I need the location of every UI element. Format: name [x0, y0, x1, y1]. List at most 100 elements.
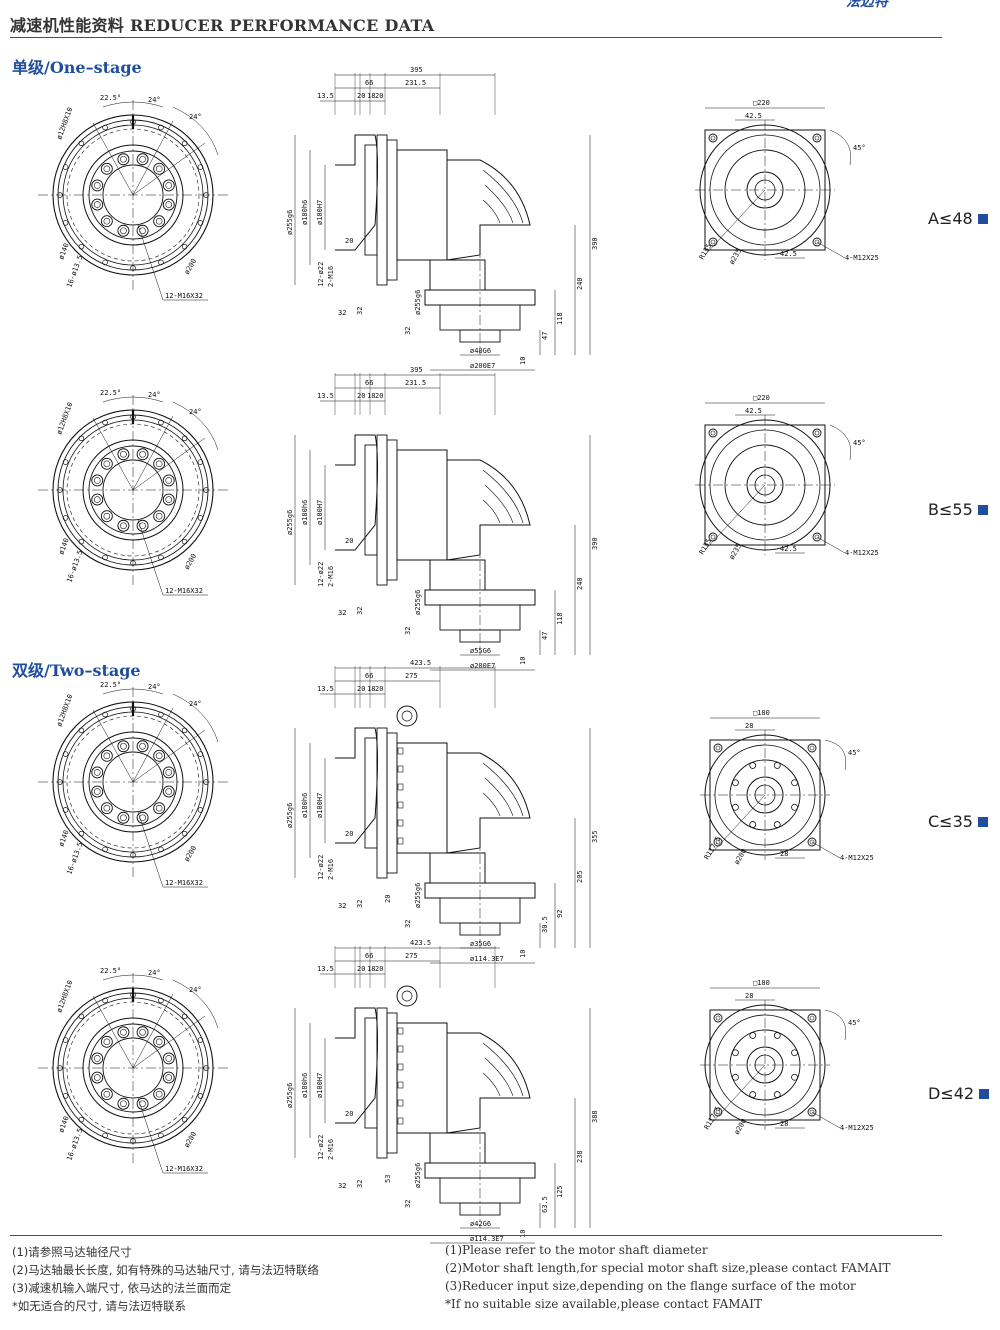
drawing-line [816, 536, 846, 554]
drawing-circle [746, 1046, 784, 1084]
dimension-label: 395 [410, 66, 423, 74]
drawing-circle [93, 1055, 101, 1062]
drawing-circle [162, 1052, 175, 1065]
drawing-circle [181, 243, 188, 250]
end-radius-label: R117.5 [703, 835, 723, 861]
code-d-label: D≤42 [928, 1084, 975, 1103]
dimension-label: 231.5 [405, 379, 426, 387]
flange-diameter-label: ø200 [183, 844, 198, 863]
dimension-label: 355 [591, 830, 599, 843]
flange-diameter-label: ø200 [183, 1130, 198, 1149]
drawing-circle [120, 1100, 127, 1108]
flange-diameter-label: ø140 [57, 242, 70, 261]
drawing-path [824, 1009, 847, 1041]
drawing-rect [396, 149, 448, 261]
drawing-circle [136, 153, 149, 166]
drawing-path [484, 1057, 514, 1097]
drawing-circle [62, 515, 69, 521]
end-square-label: □220 [753, 394, 770, 402]
drawing-circle [158, 711, 164, 718]
drawing-circle [78, 727, 85, 734]
dimension-label: 275 [405, 672, 418, 680]
end-dim-label: 42.5 [745, 407, 762, 415]
drawing-circle [713, 743, 723, 753]
shaft-label: ø35G6 [470, 940, 491, 948]
dimension-label: 66 [365, 79, 373, 87]
flange-angle-label: 22.5° [100, 389, 121, 397]
drawing-path [172, 106, 219, 156]
flange-diameter-label: ø200 [183, 552, 198, 571]
drawing-rect [386, 139, 398, 281]
dimension-label: 20 [375, 392, 383, 400]
drawing-line [811, 841, 841, 859]
dimension-label: 20 [375, 965, 383, 973]
drawing-circle [773, 821, 781, 828]
header-divider [10, 37, 942, 38]
end-radius-label: R135 [698, 537, 713, 556]
drawing-circle [100, 749, 113, 762]
drawing-line [92, 709, 134, 783]
dimension-label: ø255g6 [286, 1083, 294, 1108]
dimension-label: 32 [338, 1182, 346, 1190]
dimension-label: 20 [357, 392, 365, 400]
drawing-circle [103, 752, 111, 760]
shaft-label: ø42G6 [470, 1220, 491, 1228]
end-thread-label: 4-M12X25 [845, 254, 879, 262]
drawing-circle [117, 740, 130, 753]
drawing-circle [117, 1097, 130, 1110]
brand-partial: 法迈特 [846, 0, 888, 10]
dimension-label: 32 [404, 920, 412, 928]
drawing-circle [100, 1035, 113, 1048]
dimension-label: ø255g6 [414, 590, 422, 615]
drawing-circle [93, 477, 101, 484]
drawing-circle [181, 538, 188, 545]
drawing-path [172, 979, 219, 1029]
code-marker-icon [977, 504, 988, 515]
drawing-circle [78, 243, 85, 250]
dimension-label: 2-M16 [327, 1139, 335, 1160]
dimension-label: 20 [384, 895, 392, 903]
drawing-circle [162, 1071, 175, 1084]
drawing-circle [807, 1107, 817, 1117]
drawing-circle [814, 430, 820, 436]
drawing-rect [429, 852, 486, 884]
drawing-line [137, 519, 164, 596]
drawing-circle [139, 155, 146, 163]
drawing-line [137, 224, 164, 301]
drawing-circle [181, 727, 188, 734]
shaft-label: ø55G6 [470, 647, 491, 655]
drawing-rect [397, 1099, 404, 1107]
drawing-circle [62, 1037, 69, 1043]
drawing-circle [102, 419, 108, 426]
drawing-path [484, 484, 514, 524]
drawing-rect [396, 742, 448, 854]
dimension-label: 240 [576, 277, 584, 290]
page-title: 减速机性能资料 REDUCER PERFORMANCE DATA [10, 16, 435, 35]
dimension-label: 395 [410, 366, 423, 374]
flange-angle-label: 22.5° [100, 967, 121, 975]
dimension-label: 32 [356, 900, 364, 908]
drawing-path [335, 727, 378, 844]
dimension-label: 231.5 [405, 79, 426, 87]
dimension-label: 18 [367, 685, 375, 693]
dimension-label: 32 [356, 307, 364, 315]
drawing-circle [158, 419, 164, 426]
drawing-circle [165, 182, 173, 189]
dimension-label: 32 [338, 609, 346, 617]
drawing-rect [364, 144, 378, 256]
drawing-circle [91, 179, 104, 192]
dimension-label: 32 [404, 1200, 412, 1208]
drawing-circle [102, 1037, 164, 1099]
drawing-line [137, 1097, 164, 1174]
drawing-circle [181, 435, 188, 442]
flange-diameter-label: ø140 [57, 829, 70, 848]
dimension-label: 47 [541, 332, 549, 340]
drawing-circle [117, 811, 130, 824]
drawing-circle [136, 740, 149, 753]
drawing-circle [93, 788, 101, 795]
dimension-label: ø255g6 [414, 1163, 422, 1188]
dimension-label: ø100H7 [316, 793, 324, 818]
flange-bolt-label: 12-M16X32 [165, 879, 203, 887]
dimension-label: 13.5 [317, 392, 334, 400]
drawing-circle [749, 762, 757, 769]
